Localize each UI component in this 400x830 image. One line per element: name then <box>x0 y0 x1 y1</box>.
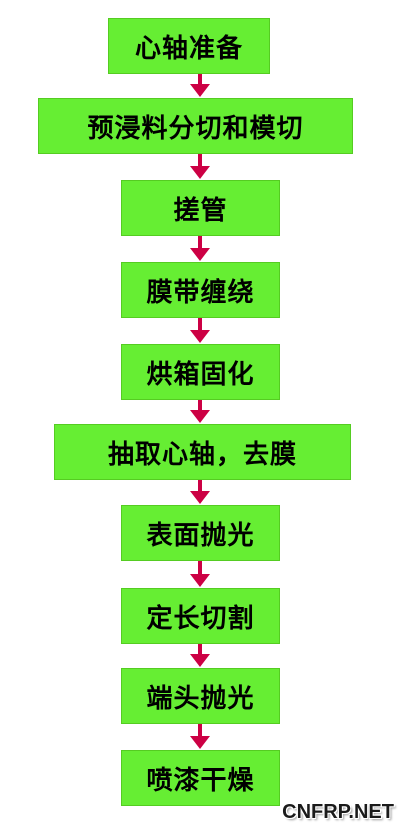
down-arrow-icon <box>185 400 215 424</box>
step-box: 烘箱固化 <box>121 344 280 400</box>
down-arrow-icon <box>185 74 215 98</box>
down-arrow-icon <box>185 154 215 180</box>
step-box: 搓管 <box>121 180 280 236</box>
step-box: 喷漆干燥 <box>121 750 280 806</box>
step-box: 表面抛光 <box>121 505 280 561</box>
down-arrow-icon <box>185 318 215 344</box>
down-arrow-icon <box>185 644 215 668</box>
watermark: CNFRP.NET <box>282 801 394 823</box>
down-arrow-icon <box>185 480 215 505</box>
step-box: 定长切割 <box>121 588 280 644</box>
step-box: 预浸料分切和模切 <box>38 98 353 154</box>
step-box: 抽取心轴，去膜 <box>54 424 351 480</box>
step-box: 端头抛光 <box>121 668 280 724</box>
down-arrow-icon <box>185 236 215 262</box>
down-arrow-icon <box>185 561 215 588</box>
step-box: 膜带缠绕 <box>121 262 280 318</box>
down-arrow-icon <box>185 724 215 750</box>
step-box: 心轴准备 <box>108 18 270 74</box>
